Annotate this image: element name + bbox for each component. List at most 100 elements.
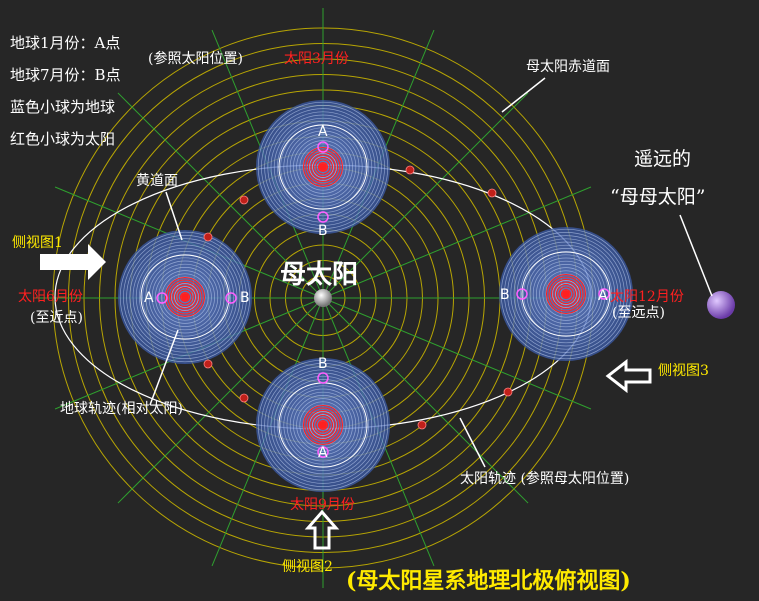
globe-grid-ring — [529, 257, 603, 331]
sun-red-ring — [174, 286, 196, 308]
earth-marker — [225, 292, 237, 304]
globe-right — [499, 227, 633, 361]
earth-orbit-ellipse — [140, 254, 230, 340]
side-view-1-label: 侧视图1 — [12, 235, 63, 251]
sun-red-ring — [172, 284, 198, 310]
earth-orbit-ellipse — [278, 124, 368, 210]
sun-red-ring — [302, 404, 344, 446]
globe-grid-ring — [273, 117, 373, 217]
globe-grid-ring — [293, 137, 353, 197]
left-point-b-label: B — [240, 290, 250, 306]
sun-red-ring — [164, 276, 206, 318]
globe-grid-ring — [171, 283, 199, 311]
orbit-marker-dot — [203, 232, 213, 242]
sun-september-label: 太阳9月份 — [290, 497, 355, 513]
radial-spoke — [322, 92, 529, 299]
globe-grid-ring — [513, 241, 619, 347]
orbit-marker-dot — [487, 188, 497, 198]
radial-spoke — [117, 92, 324, 299]
legend-red-sun: 红色小球为太阳 — [10, 130, 116, 148]
sun-center — [562, 290, 570, 298]
side-view-3-label: 侧视图3 — [658, 363, 709, 379]
globe-grid-ring — [261, 363, 385, 487]
sun-red-ring — [545, 273, 587, 315]
sun-red-ring — [307, 409, 339, 441]
earth-marker — [156, 292, 168, 304]
sun-red-ring — [177, 289, 193, 305]
side-view-2-label: 侧视图2 — [282, 559, 333, 575]
globe-grid-ring — [500, 228, 632, 360]
sun-red-ring — [312, 156, 334, 178]
sun-red-ring — [315, 159, 331, 175]
distant-mother-mother-sun — [707, 291, 735, 319]
earth-orbit-ellipse — [521, 251, 611, 337]
sun-red-ring — [553, 281, 579, 307]
sun-center — [319, 163, 327, 171]
diagram-title: (母太阳星系地理北极俯视图) — [346, 568, 631, 594]
top-point-b-label: B — [318, 223, 328, 239]
sun-red-ring — [315, 417, 331, 433]
globe-grid-ring — [119, 231, 251, 363]
sun-red-ring — [558, 286, 574, 302]
globe-grid-ring — [309, 411, 337, 439]
radial-spoke — [322, 297, 529, 504]
globe-grid-ring — [257, 101, 389, 233]
sun-red-ring — [310, 412, 336, 438]
sun-red-ring — [310, 154, 336, 180]
top-point-a-label: A — [318, 124, 328, 140]
globe-grid-ring — [542, 270, 590, 318]
earth-marker — [516, 288, 528, 300]
earth-marker — [317, 446, 329, 458]
sun-center — [181, 293, 189, 301]
sun-center — [319, 421, 327, 429]
orbit-marker-dot — [417, 420, 427, 430]
globe-grid-ring — [296, 140, 350, 194]
globe-grid-ring — [126, 238, 244, 356]
globe-grid-ring — [135, 247, 235, 347]
orbit-marker-dot — [239, 393, 249, 403]
globe-grid-ring — [309, 153, 337, 181]
bottom-point-a-label: A — [318, 445, 328, 461]
globe-grid-ring — [155, 267, 215, 327]
sun-red-ring — [305, 407, 341, 443]
sun-red-ring — [305, 149, 341, 185]
radial-spoke — [322, 297, 592, 410]
globe-grid-ring — [286, 130, 360, 204]
globe-grid-ring — [507, 235, 625, 353]
orbit-marker-dot — [239, 195, 249, 205]
orbit-marker-dot — [405, 165, 415, 175]
globe-grid-ring — [132, 244, 238, 350]
sun-june-label: 太阳6月份 — [18, 289, 83, 305]
globe-grid-ring — [158, 270, 212, 324]
globe-grid-ring — [161, 273, 209, 321]
globe-grid-ring — [293, 395, 353, 455]
sun-red-ring — [169, 281, 201, 313]
sun-march-label: 太阳3月份 — [284, 51, 349, 67]
right-point-a-label: A — [598, 288, 608, 304]
globe-grid-ring — [270, 114, 376, 220]
sun-red-ring — [179, 291, 191, 303]
earth-marker — [598, 288, 610, 300]
sun-red-ring — [317, 419, 329, 431]
side-view-2-arrow-icon — [304, 509, 340, 550]
globe-grid-ring — [145, 257, 225, 337]
side-view-1-arrow-icon — [40, 244, 106, 280]
globe-grid-ring — [312, 414, 334, 436]
sun-red-ring — [560, 288, 572, 300]
left-point-a-label: A — [144, 290, 154, 306]
globe-grid-ring — [299, 143, 347, 191]
globe-grid-ring — [273, 375, 373, 475]
sun-orbit-label: 太阳轨迹 (参照母太阳位置) — [460, 471, 630, 487]
globe-grid-ring — [552, 280, 580, 308]
globe-grid-ring — [296, 398, 350, 452]
sun-red-ring — [167, 279, 203, 315]
globe-grid-ring — [520, 248, 612, 340]
globe-grid-ring — [264, 108, 382, 226]
globe-grid-ring — [510, 238, 622, 350]
mother-equator-label: 母太阳赤道面 — [526, 59, 610, 75]
sun-red-ring — [555, 283, 577, 305]
globe-grid-ring — [312, 156, 334, 178]
ecliptic-label: 黄道面 — [136, 173, 178, 189]
